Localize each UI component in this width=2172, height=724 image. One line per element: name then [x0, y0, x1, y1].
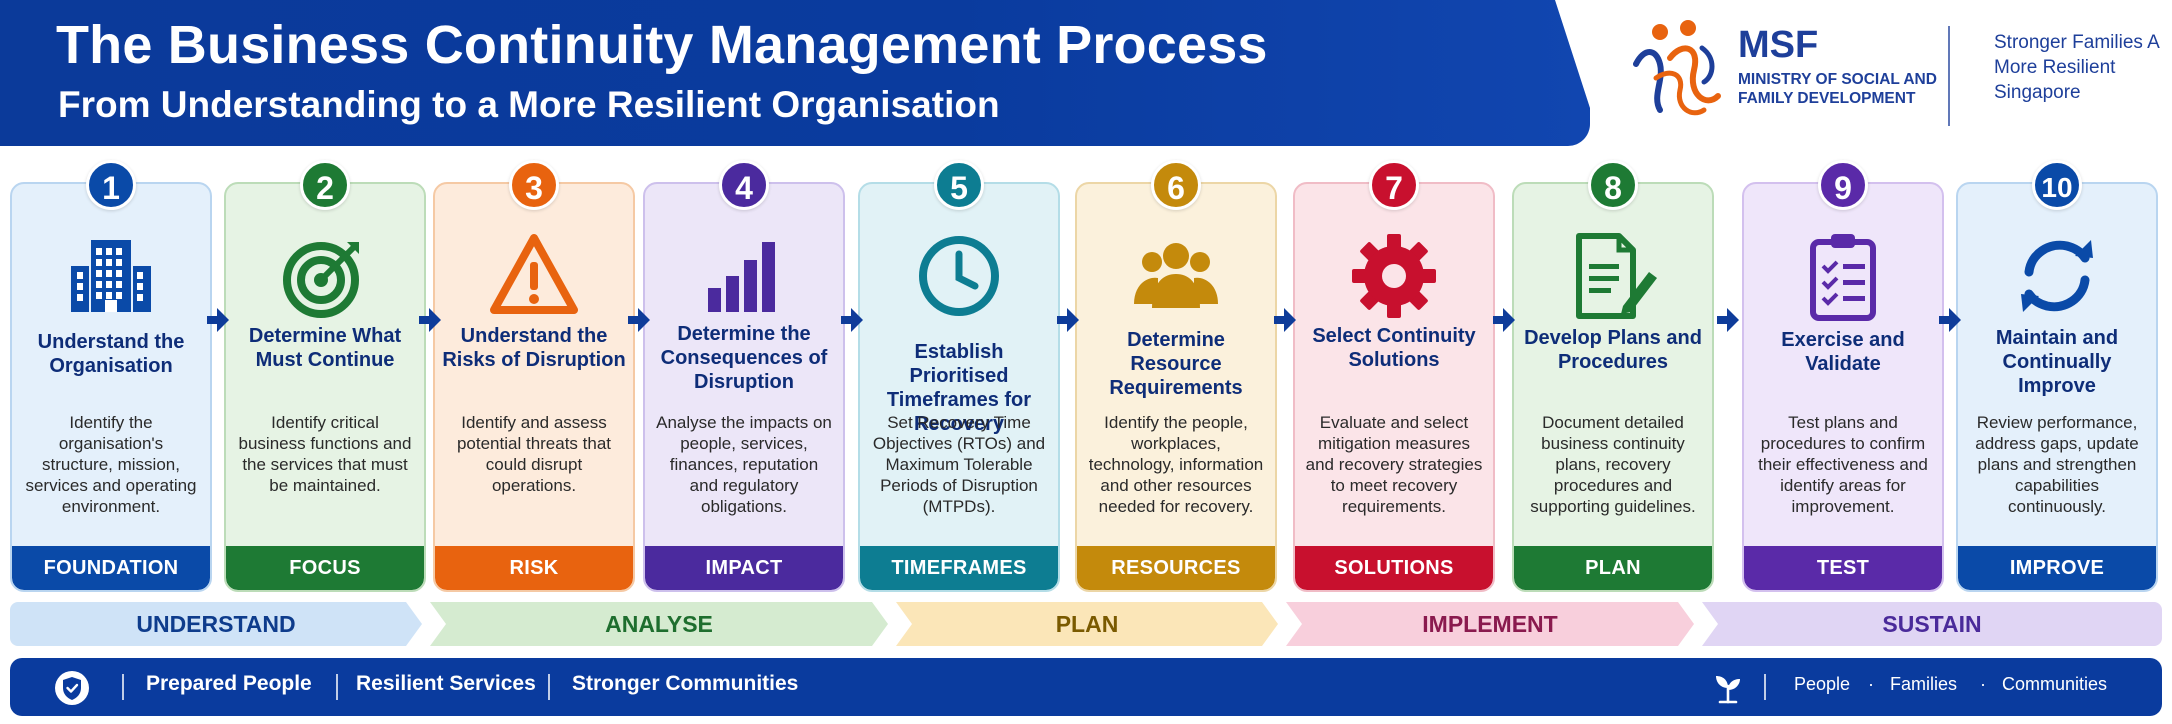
footer-item-people: People: [1794, 674, 1851, 694]
step-number-badge: 2: [300, 160, 350, 210]
footer-dot: ·: [1868, 674, 1874, 694]
step-description: Test plans and procedures to confirm the…: [1758, 413, 1928, 516]
step-card-4: Determine the Consequences of Disruption…: [643, 182, 845, 592]
footer-bar: Prepared People Resilient Services Stron…: [10, 658, 2162, 716]
arrow-right-icon: [418, 308, 441, 332]
step-tag: RISK: [435, 546, 633, 590]
page-subtitle: From Understanding to a More Resilient O…: [58, 84, 1000, 125]
gear-icon: [1346, 228, 1442, 324]
step-description: Review performance, address gaps, update…: [1975, 413, 2139, 516]
step-title: Select Continuity Solutions: [1312, 325, 1476, 371]
step-tag: IMPACT: [645, 546, 843, 590]
step-tag: IMPROVE: [1958, 546, 2156, 590]
arrow-right-icon: [1717, 308, 1739, 332]
arrow-right-icon: [628, 308, 650, 332]
document-pen-icon: [1565, 228, 1661, 324]
step-number-badge: 7: [1369, 160, 1419, 210]
footer-separator: [1764, 674, 1766, 700]
footer-item-resilient-services: Resilient Services: [356, 672, 536, 695]
step-description: Identify and assess potential threats th…: [456, 413, 612, 495]
step-title: Determine the Consequences of Disruption: [660, 323, 828, 393]
footer-separator: [336, 674, 338, 700]
arrow-right-icon: [1939, 308, 1961, 332]
clock-icon: [911, 228, 1007, 324]
step-title: Determine Resource Requirements: [1109, 329, 1243, 399]
step-number-badge: 10: [2032, 160, 2082, 210]
footer-item-stronger-communities: Stronger Communities: [572, 672, 799, 695]
shield-check-icon: [55, 671, 89, 705]
step-title: Understand the Organisation: [37, 331, 185, 377]
logo-acronym: MSF: [1738, 24, 1819, 66]
step-title: Establish Prioritised Timeframes for Rec…: [886, 341, 1032, 435]
refresh-icon: [2009, 228, 2105, 324]
step-number-badge: 3: [509, 160, 559, 210]
step-description: Document detailed business continuity pl…: [1530, 413, 1696, 516]
step-title: Develop Plans and Procedures: [1524, 327, 1702, 373]
phase-analyse: ANALYSE: [430, 602, 888, 646]
building-icon: [63, 228, 159, 324]
step-tag: TIMEFRAMES: [860, 546, 1058, 590]
footer-item-prepared-people: Prepared People: [146, 672, 312, 695]
step-number-badge: 1: [86, 160, 136, 210]
step-tag: FOUNDATION: [12, 546, 210, 590]
step-description: Analyse the impacts on people, services,…: [656, 413, 832, 516]
arrow-right-icon: [840, 308, 863, 332]
bar-chart-icon: [696, 228, 792, 324]
checklist-icon: [1795, 228, 1891, 324]
footer-separator: [548, 674, 550, 700]
warning-icon: [486, 228, 582, 324]
logo-ministry-name: MINISTRY OF SOCIAL AND FAMILY DEVELOPMEN…: [1738, 71, 1937, 107]
footer-item-families: Families: [1890, 674, 1958, 694]
step-title: Determine What Must Continue: [248, 325, 402, 371]
step-number-badge: 5: [934, 160, 984, 210]
step-number-badge: 6: [1151, 160, 1201, 210]
header-banner: The Business Continuity Management Proce…: [0, 0, 1590, 146]
step-tag: SOLUTIONS: [1295, 546, 1493, 590]
step-description: Identify the people, workplaces, technol…: [1088, 413, 1264, 516]
phase-understand: UNDERSTAND: [10, 602, 422, 646]
sprout-icon: [1716, 676, 1740, 704]
phase-implement: IMPLEMENT: [1286, 602, 1694, 646]
step-description: Set Recovery Time Objectives (RTOs) and …: [872, 413, 1046, 516]
arrow-right-icon: [1274, 308, 1296, 332]
step-tag: PLAN: [1514, 546, 1712, 590]
footer-separator: [122, 674, 124, 700]
msf-figures-icon: [1633, 20, 1721, 116]
target-icon: [277, 228, 373, 324]
footer-item-communities: Communities: [2002, 674, 2108, 694]
step-tag: FOCUS: [226, 546, 424, 590]
step-description: Evaluate and select mitigation measures …: [1305, 413, 1483, 516]
step-description: Identify critical business functions and…: [238, 413, 412, 495]
step-tag: RESOURCES: [1077, 546, 1275, 590]
msf-logo: MSF MINISTRY OF SOCIAL AND FAMILY DEVELO…: [1630, 18, 2170, 138]
step-title: Understand the Risks of Disruption: [442, 325, 626, 371]
phase-plan: PLAN: [896, 602, 1278, 646]
arrow-right-icon: [1492, 308, 1515, 332]
people-icon: [1128, 228, 1224, 324]
arrow-right-icon: [207, 308, 229, 332]
logo-tagline: Stronger Families A More Resilient Singa…: [1994, 32, 2159, 103]
step-description: Identify the organisation's structure, m…: [25, 413, 197, 516]
page-title: The Business Continuity Management Proce…: [56, 15, 1268, 75]
step-title: Maintain and Continually Improve: [1995, 327, 2119, 397]
step-number-badge: 4: [719, 160, 769, 210]
step-card-5: Establish Prioritised Timeframes for Rec…: [858, 182, 1060, 592]
footer-dot: ·: [1980, 674, 1986, 694]
phase-sustain: SUSTAIN: [1702, 602, 2162, 646]
step-number-badge: 9: [1818, 160, 1868, 210]
logo-divider: [1948, 26, 1950, 126]
arrow-right-icon: [1056, 308, 1079, 332]
step-title: Exercise and Validate: [1781, 329, 1905, 375]
step-number-badge: 8: [1588, 160, 1638, 210]
step-tag: TEST: [1744, 546, 1942, 590]
